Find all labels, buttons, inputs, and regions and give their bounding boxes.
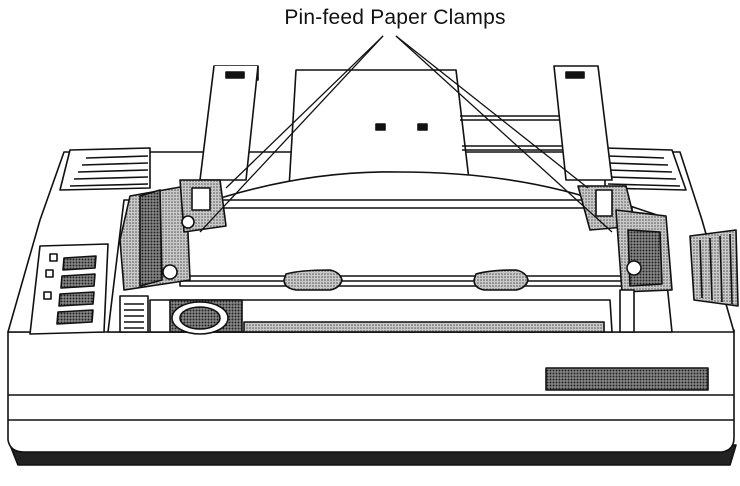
right-vent-grille — [604, 147, 687, 191]
roller-right — [473, 269, 529, 291]
paper-clamp-right — [577, 185, 673, 333]
callout-leaders — [199, 35, 613, 233]
tractor-arm-left — [199, 65, 259, 181]
paper-clamp-left — [119, 179, 227, 291]
paper-hole — [375, 123, 386, 131]
paper-hole — [417, 123, 428, 131]
roller-left — [283, 269, 343, 291]
print-head-carriage — [169, 299, 243, 335]
platen-knob — [689, 229, 739, 307]
left-vent-grille — [59, 147, 151, 191]
ribbon-strip — [243, 321, 605, 333]
front-display-strip — [545, 367, 709, 391]
printer-base — [7, 329, 735, 453]
control-panel — [29, 243, 109, 335]
callout-label: Pin-feed Paper Clamps — [284, 6, 506, 29]
tractor-arm-right — [553, 65, 613, 181]
